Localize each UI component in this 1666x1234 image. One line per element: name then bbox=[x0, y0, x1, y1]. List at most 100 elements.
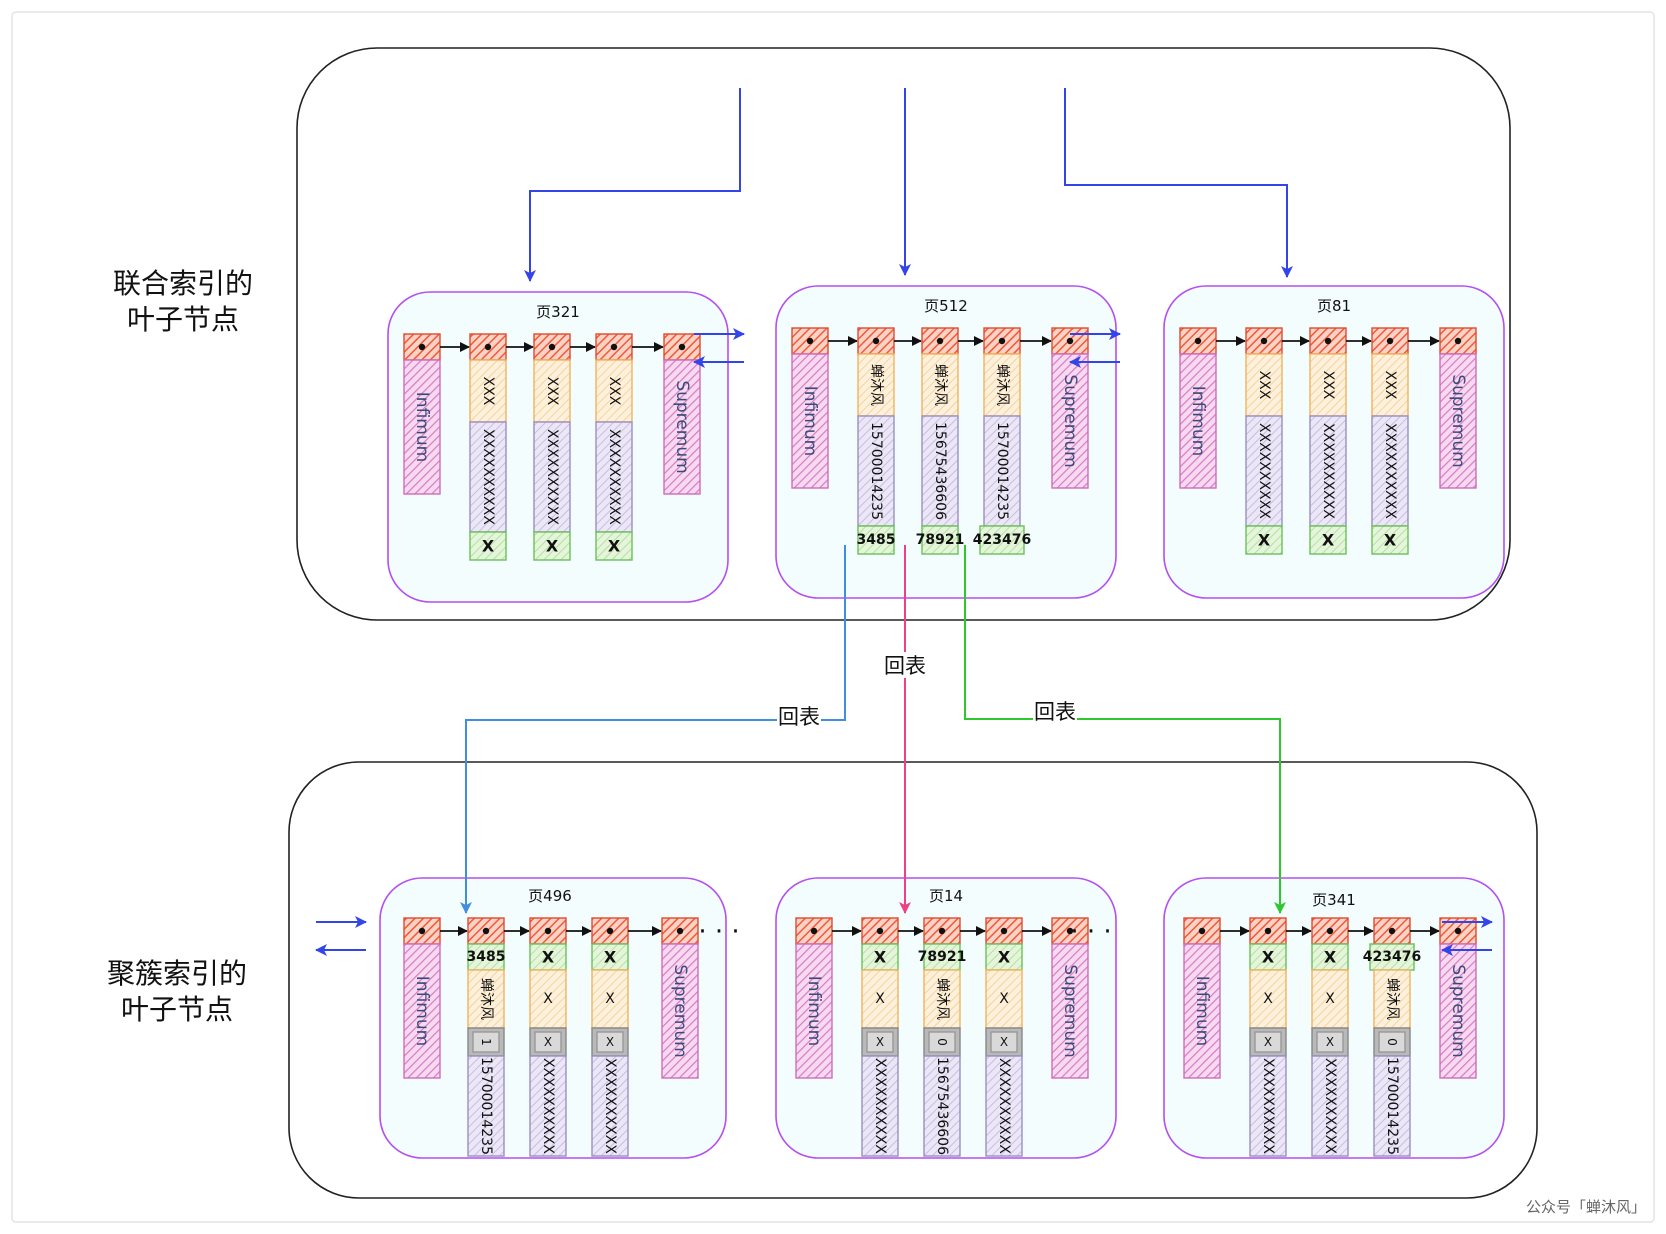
supremum-record bbox=[1051, 353, 1089, 489]
record-field-2 bbox=[857, 415, 895, 527]
infimum-label: Infimum bbox=[804, 976, 824, 1046]
record-field-1-text: X bbox=[605, 991, 615, 1007]
infimum-record bbox=[403, 943, 441, 1079]
supremum-label: Supremum bbox=[1060, 374, 1080, 467]
next-pointer-dot bbox=[1324, 337, 1332, 345]
supremum-label: Supremum bbox=[1448, 374, 1468, 467]
record-field-1-text: XXX bbox=[1256, 371, 1272, 400]
infimum-header bbox=[403, 917, 441, 945]
record-primary-key-text: X bbox=[542, 948, 555, 967]
supremum-label: Supremum bbox=[672, 380, 692, 473]
record-field-gender-inner bbox=[866, 1031, 894, 1053]
infimum-label: Infimum bbox=[412, 392, 432, 462]
next-pointer-dot bbox=[1066, 337, 1074, 345]
infimum-label: Infimum bbox=[800, 386, 820, 456]
pointer-to-page321 bbox=[524, 88, 741, 282]
record-field-2-text: XXXXXXXXXX bbox=[606, 429, 622, 525]
record-field-1 bbox=[857, 353, 895, 417]
record-primary-key-text: 78921 bbox=[916, 532, 965, 548]
record-primary-key bbox=[1245, 525, 1283, 555]
record-field-1 bbox=[533, 359, 571, 423]
record-field-2 bbox=[533, 421, 571, 533]
record-field-gender-text: X bbox=[1264, 1035, 1272, 1049]
record-primary-key bbox=[591, 943, 629, 971]
record-field-1 bbox=[921, 353, 959, 417]
record-field-1-text: XXX bbox=[1382, 371, 1398, 400]
next-pointer-dot bbox=[810, 927, 818, 935]
record-field-gender-inner bbox=[1316, 1031, 1344, 1053]
next-pointer-dot bbox=[872, 337, 880, 345]
record-field-1-text: X bbox=[1325, 991, 1335, 1007]
record-field-gender-text: 1 bbox=[479, 1038, 493, 1046]
infimum-record bbox=[403, 359, 441, 495]
record-primary-key bbox=[861, 943, 899, 971]
back-label-bg-3 bbox=[1033, 698, 1077, 724]
record-field-2 bbox=[1373, 1055, 1411, 1157]
record-field-gender-text: X bbox=[606, 1035, 614, 1049]
record-field-gender-inner bbox=[928, 1031, 956, 1053]
record-field-2-text: 15700014235 bbox=[478, 1057, 494, 1155]
record-primary-key bbox=[921, 525, 959, 555]
infimum-record bbox=[791, 353, 829, 489]
record-field-1-text: X bbox=[543, 991, 553, 1007]
supremum-record bbox=[1051, 943, 1089, 1079]
record-field-1 bbox=[591, 969, 629, 1029]
record-primary-key bbox=[857, 525, 895, 555]
record-field-gender-inner bbox=[990, 1031, 1018, 1053]
record-field-2-text: XXXXXXXXXX bbox=[1322, 1058, 1338, 1154]
record-field-1-text: 蝉沐风 bbox=[1384, 978, 1400, 1020]
record-field-1-text: 蝉沐风 bbox=[932, 364, 948, 406]
record-primary-key bbox=[1369, 943, 1415, 971]
back-to-table-arrow-423476 bbox=[964, 545, 1286, 914]
record-field-2 bbox=[1245, 415, 1283, 527]
infimum-record bbox=[1179, 353, 1217, 489]
back-label-bg-1 bbox=[777, 703, 821, 729]
record-field-gender-inner bbox=[1378, 1031, 1406, 1053]
next-pointer-dot bbox=[1388, 927, 1396, 935]
infimum-record bbox=[795, 943, 833, 1079]
next-pointer-dot bbox=[606, 927, 614, 935]
record-primary-key-text: X bbox=[604, 948, 617, 967]
record-primary-key-text: X bbox=[1322, 531, 1335, 550]
record-field-2 bbox=[591, 1055, 629, 1157]
record-field-2-text: XXXXXXXXXX bbox=[540, 1058, 556, 1154]
record-field-2-text: 15700014235 bbox=[994, 422, 1010, 520]
ellipsis-left: · · · bbox=[698, 917, 739, 947]
next-pointer-dot bbox=[1260, 337, 1268, 345]
record-field-1 bbox=[467, 969, 505, 1029]
record-field-1-text: XXX bbox=[544, 377, 560, 406]
next-pointer-dot bbox=[482, 927, 490, 935]
back-to-table-label-1: 回表 bbox=[778, 705, 820, 729]
next-pointer-dot bbox=[1454, 337, 1462, 345]
record-field-gender-text: X bbox=[544, 1035, 552, 1049]
record-field-1 bbox=[985, 969, 1023, 1029]
lower-label-line1: 聚簇索引的 bbox=[107, 957, 247, 990]
record-primary-key bbox=[533, 531, 571, 561]
infimum-record bbox=[1183, 943, 1221, 1079]
supremum-label: Supremum bbox=[1060, 964, 1080, 1057]
supremum-record bbox=[663, 359, 701, 495]
record-field-gender-inner bbox=[534, 1031, 562, 1053]
page-title: 页512 bbox=[924, 297, 968, 315]
record-field-1-text: 蝉沐风 bbox=[994, 364, 1010, 406]
record-field-gender-text: X bbox=[1000, 1035, 1008, 1049]
record-field-1 bbox=[1309, 353, 1347, 417]
next-pointer-dot bbox=[936, 337, 944, 345]
page-title: 页321 bbox=[536, 303, 580, 321]
next-pointer-dot bbox=[418, 343, 426, 351]
next-pointer-dot bbox=[1386, 337, 1394, 345]
record-field-2 bbox=[1311, 1055, 1349, 1157]
upper-label-line1: 联合索引的 bbox=[113, 267, 253, 300]
record-field-gender-inner bbox=[1254, 1031, 1282, 1053]
record-field-1 bbox=[595, 359, 633, 423]
record-field-2-text: XXXXXXXXXX bbox=[544, 429, 560, 525]
record-field-gender-text: X bbox=[1326, 1035, 1334, 1049]
next-pointer-dot bbox=[548, 343, 556, 351]
record-primary-key bbox=[529, 943, 567, 971]
record-field-gender-text: X bbox=[876, 1035, 884, 1049]
next-pointer-dot bbox=[1454, 927, 1462, 935]
record-field-2 bbox=[469, 421, 507, 533]
